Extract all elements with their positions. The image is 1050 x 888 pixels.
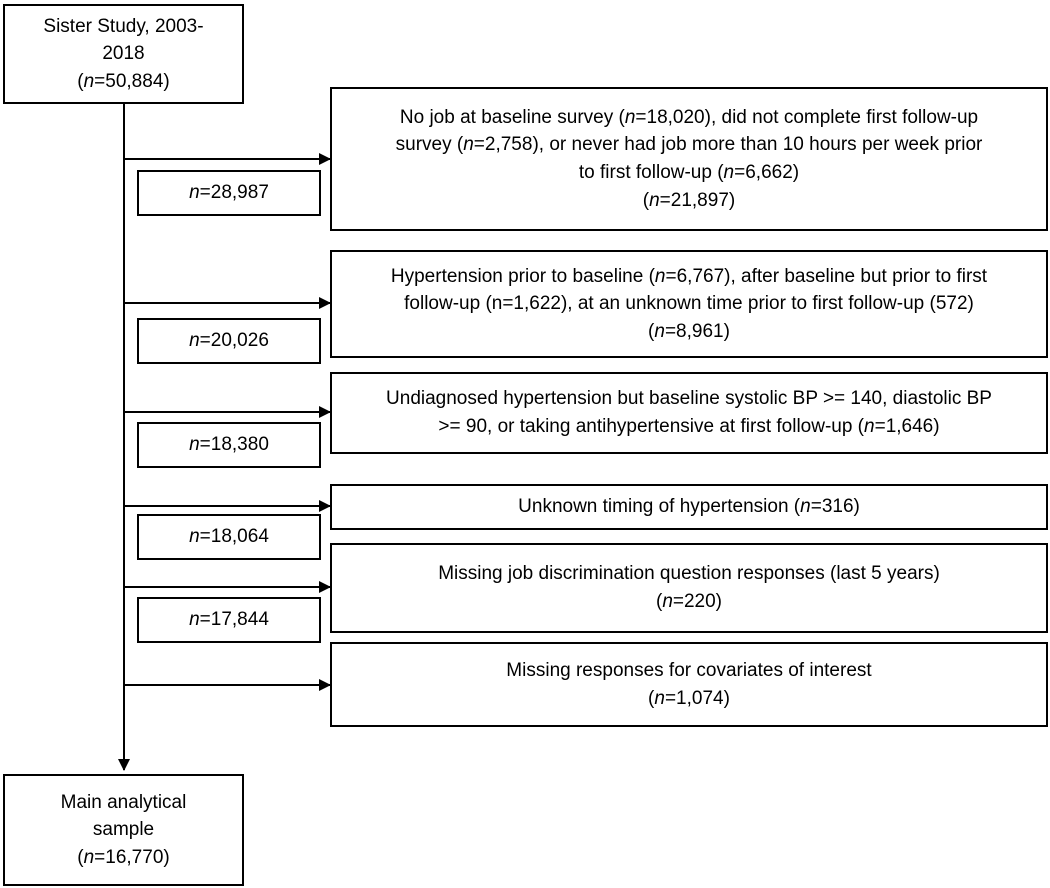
exclusion-box-1: No job at baseline survey (n=18,020), di… (330, 87, 1048, 231)
exclusion-line: survey (n=2,758), or never had job more … (395, 134, 983, 156)
start-box: Sister Study, 2003- 2018 (n=50,884) (3, 4, 244, 104)
exclusion-line: (n=8,961) (648, 320, 730, 342)
final-line: sample (92, 819, 155, 841)
exclusion-line: (n=220) (655, 591, 723, 612)
remaining-count-box-5: n=17,844 (137, 597, 321, 643)
final-line: Main analytical (60, 791, 187, 813)
remaining-count-box-4: n=18,064 (137, 514, 321, 560)
exclusion-line: (n=21,897) (642, 189, 736, 211)
exclusion-line: Missing responses for covariates of inte… (506, 659, 872, 681)
exclusion-line: (n=1,074) (648, 687, 730, 709)
final-sample-box: Main analytical sample (n=16,770) (3, 774, 244, 886)
remaining-count: n=20,026 (189, 330, 269, 352)
exclusion-line: Hypertension prior to baseline (n=6,767)… (390, 265, 988, 287)
start-line: 2018 (102, 43, 145, 65)
exclusion-line: Missing job discrimination question resp… (438, 563, 940, 585)
exclusion-box-3: Undiagnosed hypertension but baseline sy… (330, 372, 1048, 454)
remaining-count: n=18,380 (189, 434, 269, 456)
exclusion-line: to first follow-up (n=6,662) (578, 162, 800, 183)
remaining-count: n=17,844 (189, 609, 269, 631)
exclusion-box-2: Hypertension prior to baseline (n=6,767)… (330, 250, 1048, 358)
remaining-count: n=18,064 (189, 526, 269, 548)
remaining-count-box-1: n=28,987 (137, 170, 321, 216)
remaining-count: n=28,987 (189, 182, 269, 204)
exclusion-box-4: Unknown timing of hypertension (n=316) (330, 484, 1048, 530)
remaining-count-box-2: n=20,026 (137, 318, 321, 364)
exclusion-box-6: Missing responses for covariates of inte… (330, 642, 1048, 727)
start-line: (n=50,884) (77, 70, 170, 92)
remaining-count-box-3: n=18,380 (137, 422, 321, 468)
final-line: (n=16,770) (77, 846, 170, 868)
exclusion-line: Undiagnosed hypertension but baseline sy… (386, 388, 992, 410)
exclusion-line: Unknown timing of hypertension (n=316) (518, 496, 860, 518)
start-line: Sister Study, 2003- (43, 15, 204, 37)
exclusion-box-5: Missing job discrimination question resp… (330, 543, 1048, 633)
exclusion-line: follow-up (n=1,622), at an unknown time … (404, 293, 974, 315)
exclusion-line: No job at baseline survey (n=18,020), di… (399, 106, 979, 128)
exclusion-line: >= 90, or taking antihypertensive at fir… (438, 416, 940, 437)
